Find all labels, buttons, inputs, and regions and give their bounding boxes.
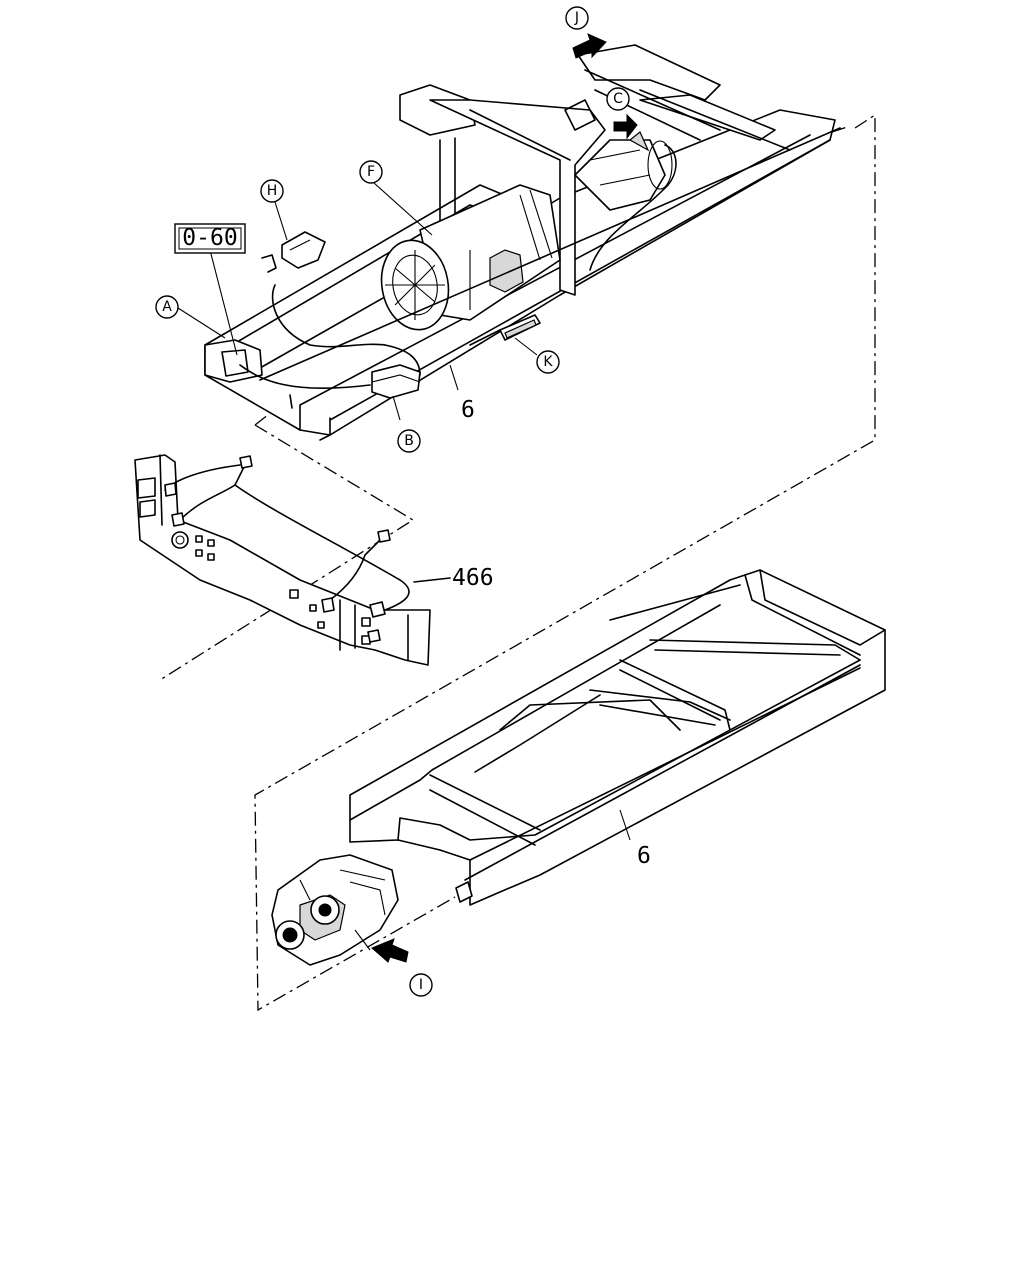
part-number-466: 466: [452, 565, 494, 591]
part-number-6-upper: 6: [461, 397, 475, 423]
upper-frame-tube: [259, 127, 841, 381]
ref-box-label: 0-60: [182, 225, 237, 251]
callout-b: B: [397, 429, 421, 453]
part-number-6-lower: 6: [637, 843, 651, 869]
callout-c: C: [606, 87, 630, 111]
connector-block-k: [499, 314, 541, 341]
arrow-i: [371, 938, 409, 963]
callout-j-label: J: [574, 10, 579, 26]
callout-i: I: [409, 973, 433, 997]
callout-a-label: A: [162, 299, 172, 315]
arrow-c: [613, 113, 638, 140]
junction-box-b: [371, 364, 421, 399]
ref-box-0-60: 0-60: [174, 223, 246, 254]
leader-lines: [177, 182, 631, 841]
connector-h: [261, 231, 326, 273]
callout-h: H: [260, 179, 284, 203]
callout-c-label: C: [613, 91, 623, 107]
callout-h-label: H: [267, 183, 278, 199]
upper-wiring: [239, 144, 677, 409]
callout-k: K: [536, 350, 560, 374]
transmission-assembly: [271, 854, 399, 966]
arrow-j: [572, 33, 607, 59]
harness-bracket-assembly: [134, 454, 451, 666]
callout-f: F: [359, 160, 383, 184]
lower-chassis-frame: [349, 569, 886, 906]
callout-i-label: I: [419, 977, 423, 993]
motor-assembly: [380, 184, 561, 331]
direction-arrows: [371, 33, 638, 963]
callout-b-label: B: [404, 433, 414, 449]
callout-f-label: F: [367, 164, 375, 180]
callout-a: A: [155, 295, 179, 319]
callout-j: J: [565, 6, 589, 30]
compressor-assembly: [564, 99, 673, 211]
callout-k-label: K: [543, 354, 553, 370]
